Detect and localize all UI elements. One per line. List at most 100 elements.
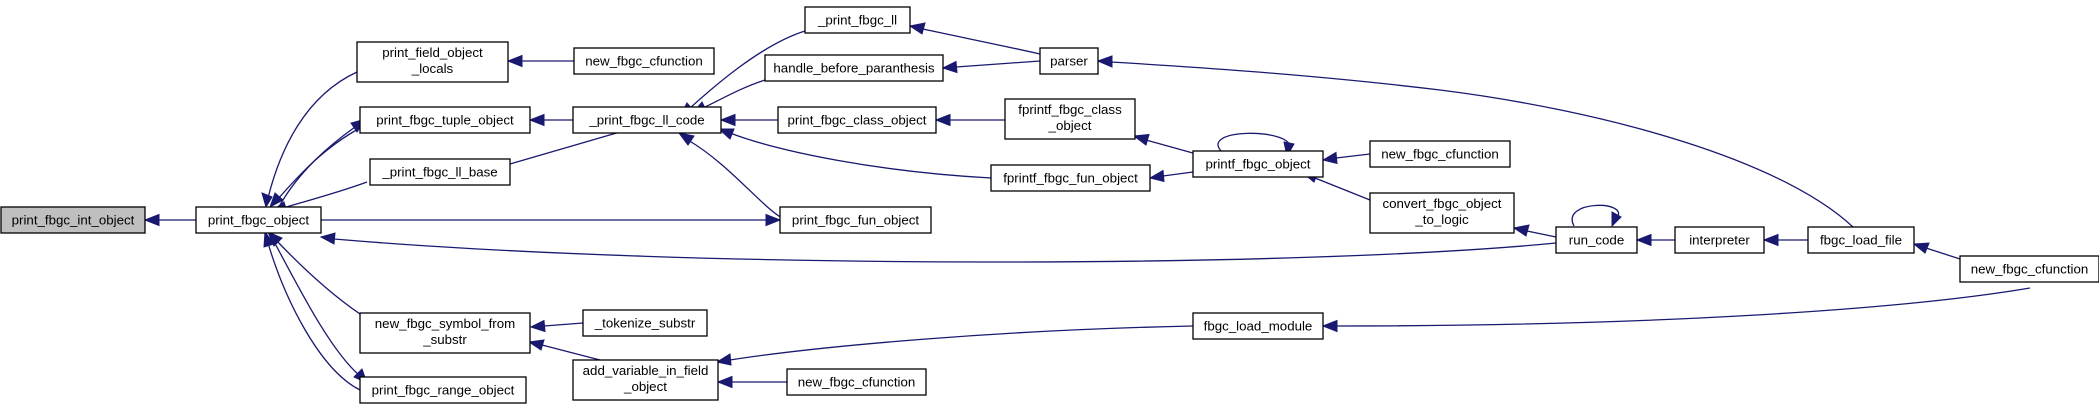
node-add-variable-in-field-object[interactable]: add_variable_in_field _object [572,359,719,401]
node-label: _print_fbgc_ll [817,13,897,28]
edge-arrowhead [1512,224,1530,237]
node-label: print_fbgc_object [208,213,310,228]
node-label: print_fbgc_class_object [788,113,927,128]
node-printf-fbgc-object[interactable]: printf_fbgc_object [1192,150,1324,178]
node-label: _object [623,379,667,394]
node-label: add_variable_in_field [583,363,709,378]
edge-arrowhead [1912,242,1930,254]
edge-arrowhead [934,113,951,127]
node-tokenize-substr[interactable]: _tokenize_substr [582,309,708,337]
node-label: print_fbgc_tuple_object [376,113,514,128]
edge-arrowhead [677,132,695,146]
node-handle-before-paranthesis[interactable]: handle_before_paranthesis [764,54,944,82]
edge-arrowhead [1321,151,1338,165]
edge-arrowhead [263,230,275,248]
node-label: fprintf_fbgc_fun_object [1003,171,1138,186]
node-print-fbgc-ll[interactable]: _print_fbgc_ll [804,6,911,34]
node-label: new_fbgc_symbol_from [375,316,515,331]
node-label: _locals [411,61,454,76]
edge-fbgc-load-module-to-add-variable-in-field-object [729,325,1194,361]
edge-run-code-self-loop [1571,204,1620,227]
node-new-fbgc-cfunction-b[interactable]: new_fbgc_cfunction [1369,140,1511,168]
node-parser[interactable]: parser [1039,47,1099,75]
node-print-fbgc-range-object[interactable]: print_fbgc_range_object [359,376,527,404]
edge-arrowhead [529,319,546,333]
edge-new-fbgc-symbol-from-substr-to-print-fbgc-object [275,239,361,315]
edge-arrowhead [715,353,732,366]
node-new-fbgc-symbol-from-substr[interactable]: new_fbgc_symbol_from _substr [359,312,531,354]
node-label: parser [1050,54,1088,69]
node-label: print_fbgc_range_object [372,383,515,398]
edge-tokenize-substr-to-new-fbgc-symbol-from-substr [543,322,584,327]
edge-arrowhead [319,232,336,245]
node-label: new_fbgc_cfunction [585,54,703,69]
node-fprintf-fbgc-fun-object[interactable]: fprintf_fbgc_fun_object [990,164,1151,192]
edge-arrowhead [1635,233,1652,247]
edge-arrowhead [941,60,958,74]
edge-arrowhead [1132,133,1150,146]
node-fprintf-fbgc-class-object[interactable]: fprintf_fbgc_class _object [1004,98,1136,140]
edge-add-variable-in-field-object-to-new-fbgc-symbol-from-substr [541,344,601,361]
node-label: handle_before_paranthesis [773,61,935,76]
node-print-fbgc-object[interactable]: print_fbgc_object [195,206,322,234]
edge-print-fbgc-range-object-to-print-fbgc-object [267,242,361,391]
node-print-field-object-locals[interactable]: print_field_object _locals [356,41,509,83]
node-label: fprintf_fbgc_class [1018,102,1122,117]
node-fbgc-load-file[interactable]: fbgc_load_file [1807,226,1915,254]
edge-printf-fbgc-object-self-loop [1217,132,1291,153]
node-label: run_code [1569,233,1624,248]
edge-arrowhead [716,375,733,389]
node-run-code[interactable]: run_code [1555,226,1638,254]
edge-arrowhead [1096,55,1113,68]
edge-parser-to-print-fbgc-ll [922,28,1041,55]
edge-arrowhead [1611,211,1622,228]
edge-run-code-to-print-fbgc-object [333,238,1557,263]
edge-arrowhead [528,113,545,127]
node-print-fbgc-fun-object[interactable]: print_fbgc_fun_object [779,206,932,234]
edge-convert-fbgc-object-to-logic-to-printf-fbgc-object [1314,177,1371,201]
node-label: _object [1048,118,1092,133]
edge-arrowhead [143,213,160,227]
node-print-fbgc-ll-base[interactable]: _print_fbgc_ll_base [369,158,511,186]
node-convert-fbgc-object-to-logic[interactable]: convert_fbgc_object _to_logic [1369,192,1515,234]
node-label: interpreter [1689,233,1750,248]
edge-fprintf-fbgc-fun-object-to-print-fbgc-ll-code [729,132,992,179]
node-new-fbgc-cfunction-a[interactable]: new_fbgc_cfunction [573,47,715,75]
edge-arrowhead [719,113,736,127]
edge-print-field-object-locals-to-print-fbgc-object [267,71,358,199]
node-print-fbgc-ll-code[interactable]: _print_fbgc_ll_code [572,106,722,134]
node-label: _print_fbgc_ll_code [588,113,704,128]
node-print-fbgc-class-object[interactable]: print_fbgc_class_object [777,106,937,134]
edge-print-fbgc-ll-base-to-print-fbgc-object [282,181,368,209]
edge-handle-before-paranthesis-to-print-fbgc-ll-code [702,79,766,109]
edge-arrowhead [717,128,735,140]
node-fbgc-load-module[interactable]: fbgc_load_module [1192,312,1324,340]
call-graph-nodes: print_fbgc_int_object print_fbgc_object … [0,6,2099,404]
node-print-fbgc-int-object[interactable]: print_fbgc_int_object [0,206,146,234]
edge-arrowhead [527,339,545,351]
node-new-fbgc-cfunction-d[interactable]: new_fbgc_cfunction [786,368,927,396]
edge-arrowhead [269,192,284,209]
edge-arrowhead [261,192,273,209]
edge-print-fbgc-object-to-print-fbgc-tuple-object [279,126,356,206]
node-label: fbgc_load_module [1204,319,1313,334]
node-print-fbgc-tuple-object[interactable]: print_fbgc_tuple_object [359,106,531,134]
edge-new-fbgc-cfunction-to-fbgc-load-module [1335,287,2031,327]
edge-parser-to-handle-before-paranthesis [955,60,1041,68]
node-label: new_fbgc_cfunction [798,375,916,390]
edge-printf-fbgc-object-to-fprintf-fbgc-fun-object [1162,171,1194,177]
node-label: print_field_object [382,45,483,60]
edge-arrowhead [1321,319,1338,333]
node-label: new_fbgc_cfunction [1971,262,2089,277]
edge-print-fbgc-object-to-print-fbgc-range-object [269,233,361,377]
node-label: new_fbgc_cfunction [1381,147,1499,162]
node-interpreter[interactable]: interpreter [1674,226,1765,254]
edge-new-fbgc-cfunction-to-fbgc-load-file [1925,247,1961,260]
node-new-fbgc-cfunction-c[interactable]: new_fbgc_cfunction [1959,255,2099,283]
edge-arrowhead [1148,169,1165,183]
edge-printf-fbgc-object-to-fprintf-fbgc-class-object [1145,139,1201,156]
edge-arrowhead [506,54,523,68]
node-label: _to_logic [1414,212,1469,227]
edge-arrowhead [1762,233,1779,247]
